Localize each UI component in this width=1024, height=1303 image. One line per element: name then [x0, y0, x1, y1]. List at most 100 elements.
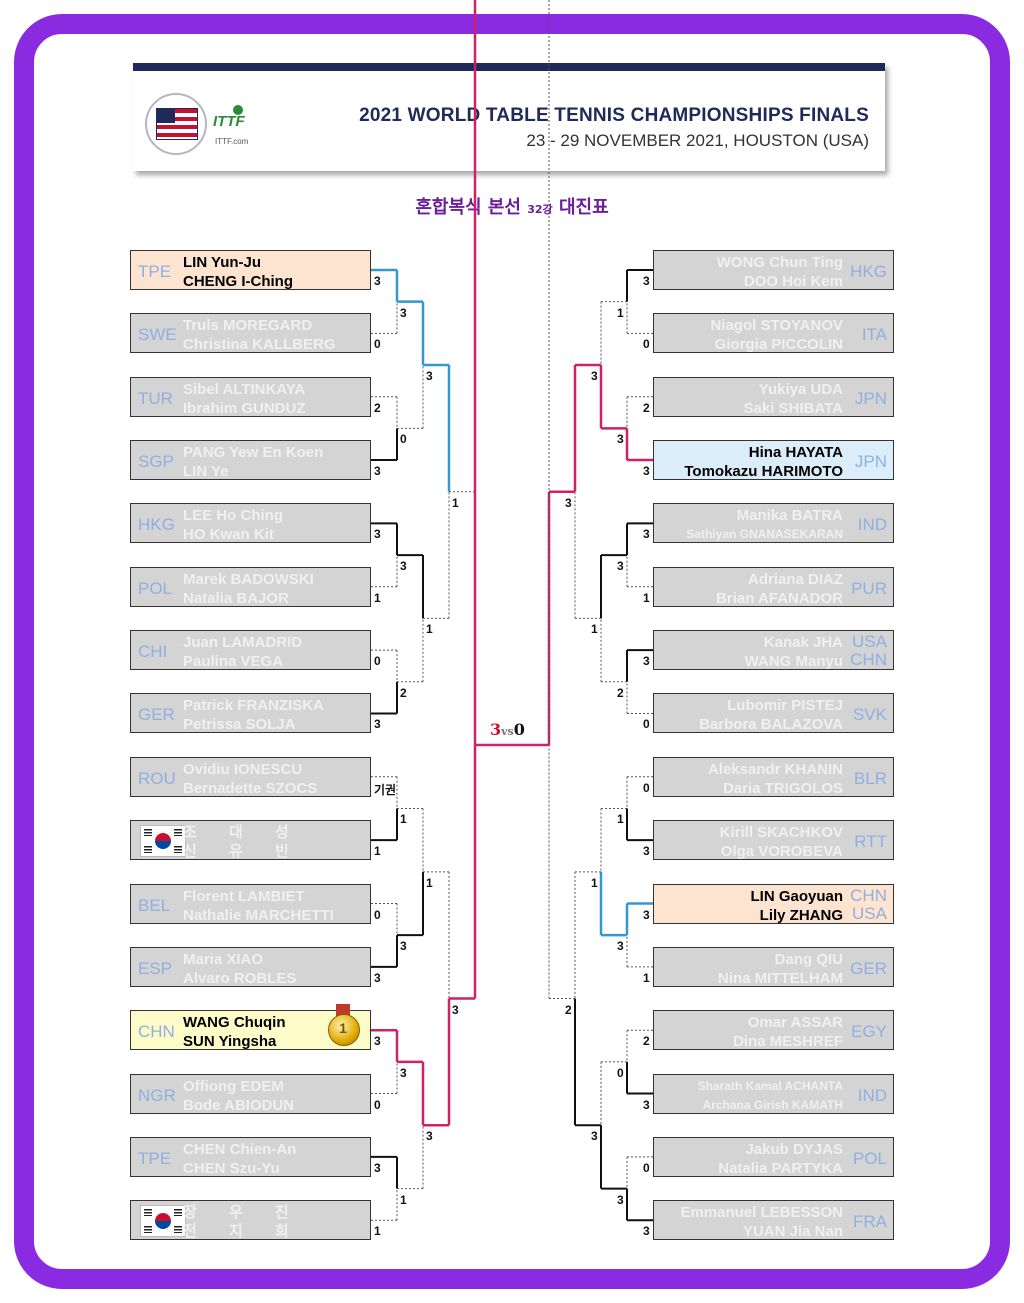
player-1-name: Adriana DIAZ	[747, 570, 843, 588]
player-2-name: Giorgia PICCOLIN	[714, 336, 843, 354]
match-score: 3	[617, 1192, 624, 1207]
match-score: 1	[591, 622, 598, 637]
match-score: 0	[643, 780, 650, 795]
player-1-name: Kanak JHA	[763, 634, 843, 652]
player-2-name: 전 지 희	[183, 1223, 303, 1241]
match-score: 1	[643, 970, 650, 985]
match-score: 0	[374, 907, 381, 922]
match-score: 0	[374, 654, 381, 669]
match-score: 0	[617, 1065, 624, 1080]
player-2-name: Daria TRIGOLOS	[722, 779, 843, 797]
match-score: 3	[374, 1034, 381, 1049]
match-score: 3	[400, 1065, 407, 1080]
country-code: TUR	[138, 388, 173, 408]
match-score: 3	[426, 369, 433, 384]
player-1-name: Offiong EDEM	[183, 1077, 284, 1095]
player-1-name: Patrick FRANZISKA	[183, 697, 324, 715]
match-score: 2	[643, 1034, 650, 1049]
match-score: 3	[643, 844, 650, 859]
player-2-name: Natalia PARTYKA	[718, 1159, 843, 1177]
player-1-name: Manika BATRA	[736, 507, 843, 525]
match-score: 2	[400, 685, 407, 700]
country-code: CHN	[138, 1022, 175, 1042]
player-2-name: Sathiyan GNANASEKARAN	[686, 527, 843, 542]
match-score: 3	[617, 939, 624, 954]
match-score: 3	[400, 939, 407, 954]
player-1-name: Hina HAYATA	[748, 444, 843, 462]
gold-medal-icon: 1	[328, 1004, 360, 1050]
match-score: 3	[452, 1002, 459, 1017]
match-score: 3	[643, 907, 650, 922]
korea-flag-icon	[140, 825, 186, 858]
country-code: ESP	[138, 958, 173, 978]
player-2-name: Tomokazu HARIMOTO	[684, 463, 843, 481]
player-1-name: PANG Yew En Koen	[183, 444, 324, 462]
match-score: 3	[617, 432, 624, 447]
player-2-name: Petrissa SOLJA	[183, 716, 296, 734]
player-1-name: LEE Ho Ching	[183, 507, 283, 525]
country-code: JPN	[854, 452, 887, 472]
player-2-name: CHEN Szu-Yu	[183, 1159, 280, 1177]
country-code: GER	[850, 958, 887, 978]
player-2-name: LIN Ye	[183, 463, 229, 481]
match-score: 1	[617, 812, 624, 827]
ittf-logo-icon: ITTF ITTF.com	[213, 105, 251, 153]
country-code: NGR	[138, 1085, 176, 1105]
match-score: 0	[374, 1097, 381, 1112]
match-score: 3	[643, 1097, 650, 1112]
player-1-name: Aleksandr KHANIN	[707, 760, 843, 778]
country-code: POL	[852, 1148, 887, 1168]
player-2-name: Nathalie MARCHETTI	[183, 906, 334, 924]
player-2-name: Alvaro ROBLES	[183, 969, 297, 987]
country-code: SVK	[852, 705, 887, 725]
right-team-5: IND Manika BATRA Sathiyan GNANASEKARAN	[653, 503, 894, 544]
player-1-name: LIN Gaoyuan	[750, 887, 843, 905]
player-2-name: Saki SHIBATA	[743, 399, 843, 417]
player-1-name: Juan LAMADRID	[183, 634, 303, 652]
player-2-name: Bode ABIODUN	[183, 1096, 295, 1114]
player-1-name: Kirill SKACHKOV	[719, 824, 843, 842]
player-1-name: Omar ASSAR	[747, 1014, 843, 1032]
match-score: 0	[400, 432, 407, 447]
match-score: 2	[617, 685, 624, 700]
match-score: 1	[426, 875, 433, 890]
country-code-2: CHN	[850, 650, 887, 670]
player-2-name: Dina MESHREF	[732, 1033, 843, 1051]
player-1-name: 장 우 진	[183, 1204, 303, 1222]
match-score: 1	[452, 495, 459, 510]
match-score: 1	[374, 844, 381, 859]
country-code: SWE	[138, 325, 177, 345]
country-code: BEL	[138, 895, 171, 915]
player-2-name: Natalia BAJOR	[183, 589, 289, 607]
player-2-name: SUN Yingsha	[183, 1033, 277, 1051]
match-score: 2	[643, 400, 650, 415]
country-code: POL	[138, 578, 173, 598]
player-2-name: DOO Hoi Kem	[743, 273, 843, 290]
player-2-name: Ibrahim GUNDUZ	[183, 399, 306, 417]
country-code: HKG	[850, 262, 887, 281]
match-score: 3	[591, 369, 598, 384]
match-score: 1	[374, 590, 381, 605]
country-code: GER	[138, 705, 175, 725]
match-score: 3	[643, 654, 650, 669]
player-1-name: Yukiya UDA	[758, 380, 843, 398]
match-score: 1	[426, 622, 433, 637]
match-score: 3	[374, 527, 381, 542]
match-score: 3	[374, 274, 381, 288]
match-score: 3	[617, 559, 624, 574]
country-code: ROU	[138, 768, 176, 788]
match-score: 3	[643, 527, 650, 542]
country-code: IND	[857, 515, 887, 535]
page-title: 혼합복식 본선 32강 대진표	[415, 197, 609, 218]
championship-title: 2021 WORLD TABLE TENNIS CHAMPIONSHIPS FI…	[359, 105, 869, 126]
